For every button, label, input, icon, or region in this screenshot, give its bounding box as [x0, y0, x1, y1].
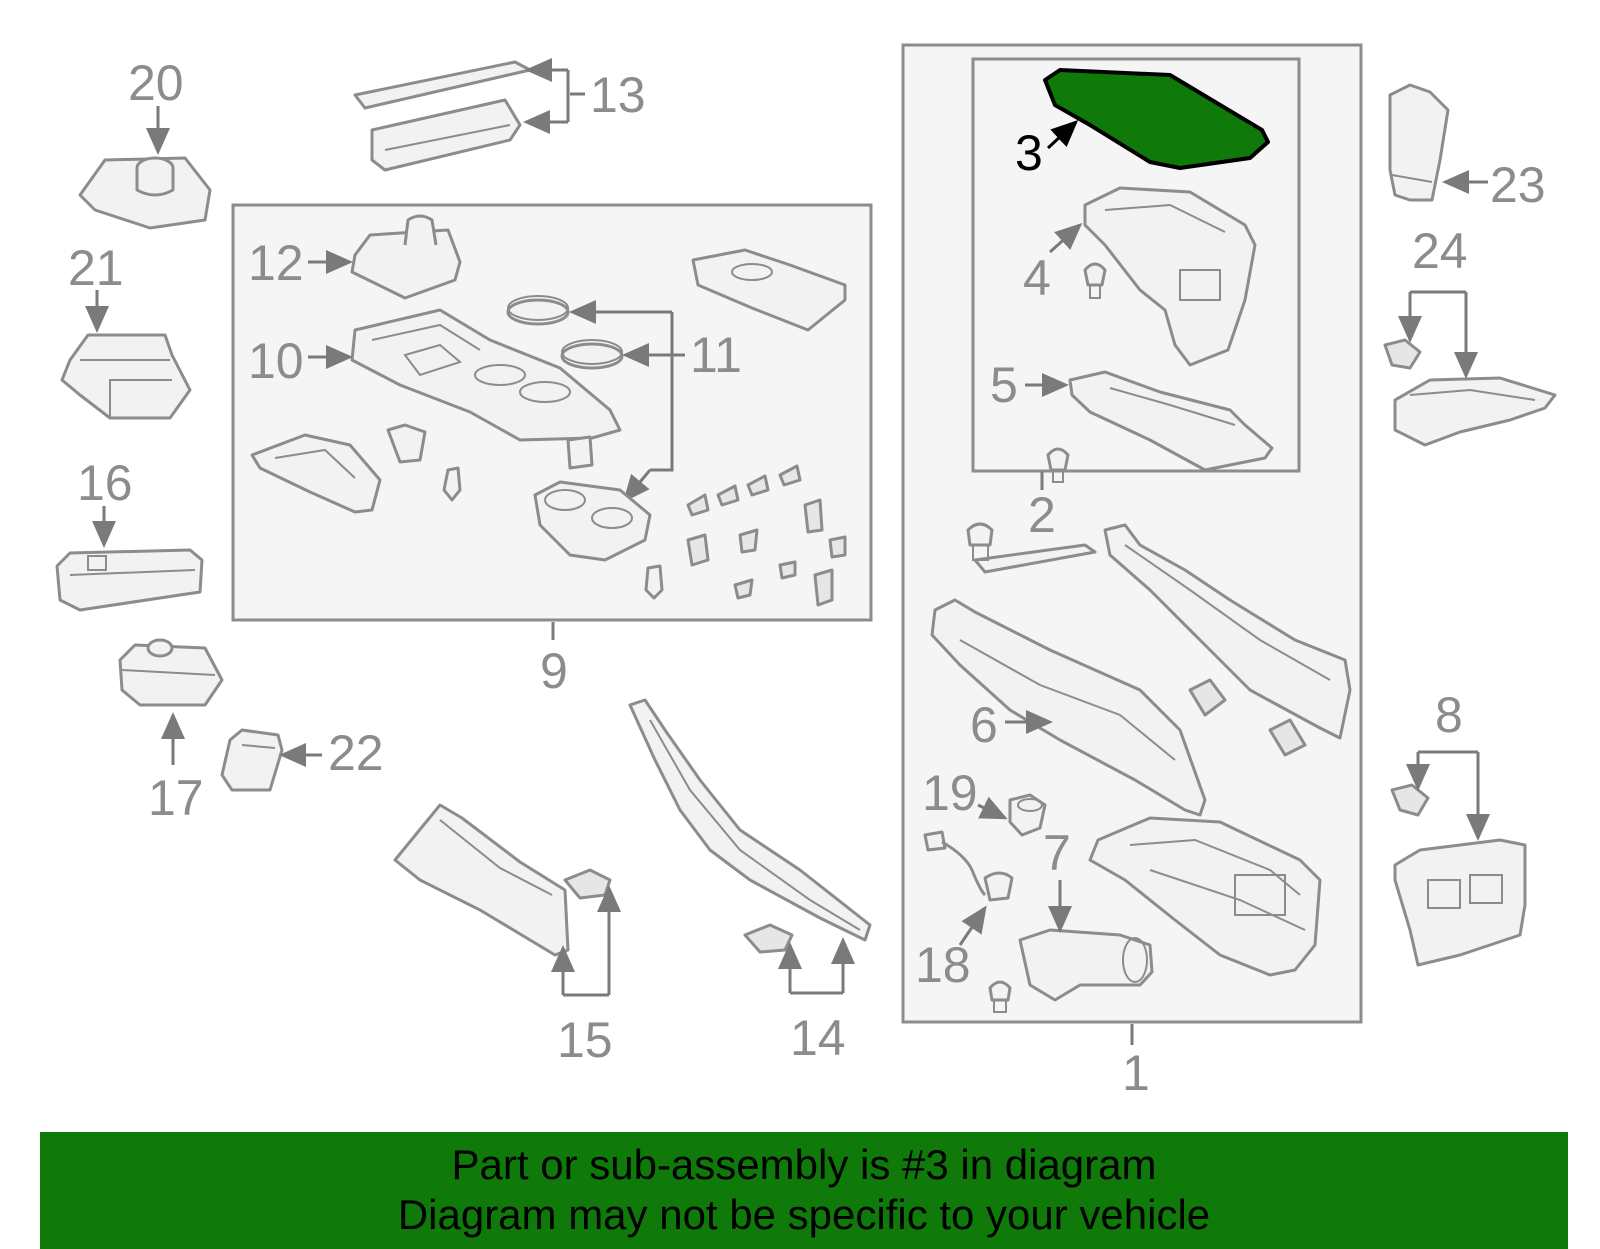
callout-5: 5 — [990, 357, 1018, 413]
part-cover-9[interactable] — [691, 248, 847, 332]
callout-8: 8 — [1435, 687, 1463, 743]
info-banner: Part or sub-assembly is #3 in diagram Di… — [40, 1132, 1568, 1249]
part-21[interactable] — [60, 333, 192, 420]
part-19[interactable] — [1008, 793, 1047, 837]
banner-line-2: Diagram may not be specific to your vehi… — [397, 1191, 1211, 1238]
part-8[interactable] — [1390, 783, 1527, 967]
part-22[interactable] — [220, 728, 284, 792]
part-12[interactable] — [350, 214, 462, 300]
part-7[interactable] — [988, 816, 1322, 1013]
callout-11: 11 — [690, 327, 742, 383]
callout-6: 6 — [970, 697, 998, 753]
part-20[interactable] — [78, 156, 212, 230]
callout-24: 24 — [1412, 223, 1468, 279]
part-13[interactable] — [353, 60, 532, 172]
clips-box-9 — [386, 423, 847, 607]
part-17[interactable] — [118, 638, 224, 707]
part-6[interactable] — [930, 522, 1352, 817]
callout-10: 10 — [248, 333, 304, 389]
callout-22: 22 — [328, 725, 384, 781]
callout-20: 20 — [128, 55, 184, 111]
part-18[interactable] — [923, 830, 1014, 902]
part-16[interactable] — [55, 548, 204, 612]
banner-line-1: Part or sub-assembly is #3 in diagram — [451, 1141, 1157, 1188]
callout-2: 2 — [1028, 487, 1056, 543]
callout-7: 7 — [1043, 825, 1071, 881]
callout-1: 1 — [1122, 1045, 1150, 1101]
callout-12: 12 — [248, 235, 304, 291]
callout-16: 16 — [77, 455, 133, 511]
callout-3: 3 — [1015, 125, 1043, 181]
part-3-highlighted[interactable] — [1043, 68, 1270, 170]
part-5[interactable] — [1046, 370, 1274, 483]
part-24[interactable] — [1383, 338, 1557, 447]
part-10[interactable] — [350, 308, 622, 442]
callout-13: 13 — [590, 67, 646, 123]
callout-4: 4 — [1023, 250, 1051, 306]
part-15[interactable] — [393, 803, 612, 957]
callout-17: 17 — [148, 770, 204, 826]
part-tray[interactable] — [250, 433, 382, 514]
part-cup-holder[interactable] — [533, 480, 652, 562]
part-14[interactable] — [628, 698, 872, 954]
part-4[interactable] — [1083, 186, 1257, 367]
part-23[interactable] — [1388, 83, 1450, 202]
callout-15: 15 — [557, 1012, 613, 1068]
part-11[interactable] — [506, 295, 624, 370]
callout-23: 23 — [1490, 157, 1546, 213]
callout-18: 18 — [915, 937, 971, 993]
callout-9: 9 — [540, 643, 568, 699]
callout-14: 14 — [790, 1010, 846, 1066]
callout-19: 19 — [922, 765, 978, 821]
callout-21: 21 — [68, 240, 124, 296]
